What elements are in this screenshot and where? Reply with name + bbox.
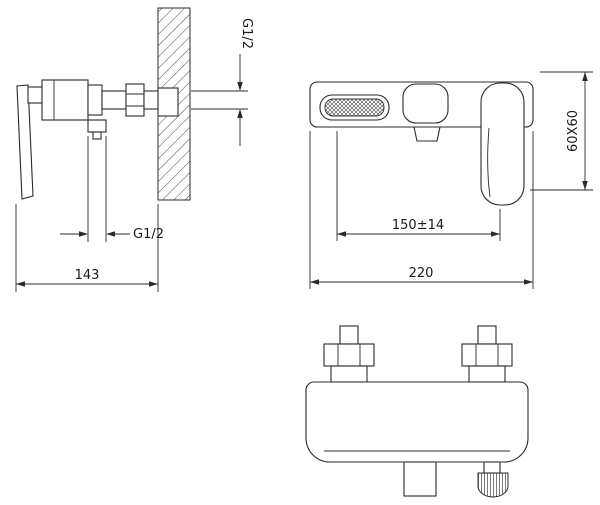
wall-fitting <box>157 87 179 117</box>
extension-lines <box>87 136 107 242</box>
arrowhead-left <box>16 281 25 287</box>
dim-label-thread-bottom: G1/2 <box>133 227 164 242</box>
dim-label-60x60: 60X60 <box>566 110 581 152</box>
mount-nut-right <box>468 365 506 383</box>
outlet-stub <box>87 119 107 133</box>
mount-stem-left <box>339 325 359 345</box>
arrowhead-left <box>106 231 115 237</box>
outlet-port <box>403 461 437 497</box>
outlet-nub <box>92 131 102 140</box>
body-step <box>87 84 103 116</box>
sprayer-stem <box>483 461 501 474</box>
hex-nut <box>125 83 145 117</box>
lever-blade <box>16 84 34 200</box>
dim-thread-bottom: G1/2 <box>60 136 164 242</box>
mount-flange-left <box>323 343 375 367</box>
dim-label-143: 143 <box>75 268 100 283</box>
handle-edge-line <box>487 127 491 198</box>
wall-connector <box>143 90 159 110</box>
extension-lines <box>530 71 593 191</box>
dim-thread-top: G1/2 <box>191 18 254 146</box>
inlet-pipe <box>101 90 127 110</box>
front-view <box>309 81 534 206</box>
flange-facets-right <box>475 344 499 366</box>
arrowhead-right <box>491 231 500 237</box>
dim-port-spacing: 150±14 <box>336 131 501 241</box>
dim-overall-width: 220 <box>309 131 534 289</box>
arrowhead-right <box>79 231 88 237</box>
arrowhead-left <box>337 231 346 237</box>
diverter-stem <box>413 126 441 142</box>
dim-label-thread-top: G1/2 <box>239 18 254 49</box>
flange-facets-left <box>337 344 361 366</box>
dim-body-section: 60X60 <box>530 71 593 191</box>
hex-nut-facets <box>126 93 144 107</box>
arrowhead-up <box>582 72 588 81</box>
dim-label-220: 220 <box>409 266 434 281</box>
arrowhead-right <box>149 281 158 287</box>
sprayer-bell <box>477 472 509 498</box>
extension-lines <box>15 204 159 292</box>
bottom-body <box>305 381 529 463</box>
arrowhead-down <box>237 82 243 91</box>
extension-lines <box>309 131 534 289</box>
mixer-handle <box>480 82 525 206</box>
arrowhead-left <box>310 279 319 285</box>
side-body <box>41 79 89 121</box>
side-view <box>16 7 191 201</box>
extension-lines <box>191 90 248 110</box>
dim-label-150: 150±14 <box>392 218 444 233</box>
mount-flange-right <box>461 343 513 367</box>
diverter-knob <box>402 83 449 124</box>
bottom-view <box>305 325 529 498</box>
mount-stem-right <box>477 325 497 345</box>
arrowhead-down <box>582 181 588 190</box>
mount-nut-left <box>330 365 368 383</box>
dim-overall-depth: 143 <box>15 204 159 292</box>
aerator-grill <box>324 98 385 117</box>
arrowhead-right <box>524 279 533 285</box>
extension-lines <box>336 131 501 241</box>
arrowhead-up <box>237 109 243 118</box>
